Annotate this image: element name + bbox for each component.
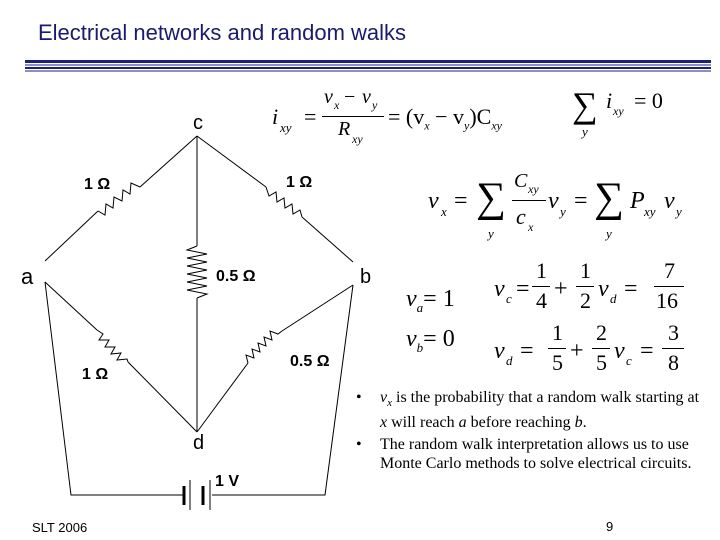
wire-c-b-bottom xyxy=(301,216,354,263)
bullet-dot-icon: • xyxy=(356,389,362,406)
wire-a-d-bottom xyxy=(127,361,198,433)
pot-vy2: v xyxy=(664,188,675,214)
pot-P-sub: xy xyxy=(644,204,656,219)
bullet-dot-icon: • xyxy=(356,436,362,454)
pot-v: v xyxy=(428,188,439,214)
title-rule-dark-top xyxy=(25,60,711,63)
wire-c-a-bottom xyxy=(44,210,99,262)
pot-num-C: C xyxy=(514,170,528,192)
pot-v-sub: x xyxy=(441,204,447,219)
resistor-c-d xyxy=(185,245,209,299)
kirchhoff-i-sub: xy xyxy=(613,104,624,118)
node-label-a: a xyxy=(21,264,34,289)
title-rule-light-2 xyxy=(25,70,711,72)
bullet-list: • vx is the probability that a random wa… xyxy=(350,388,702,476)
node-label-d: d xyxy=(193,432,205,454)
wire-a-battery xyxy=(44,281,183,496)
pot-eq2: = xyxy=(574,188,588,214)
resistor-c-a xyxy=(97,182,141,216)
pot-den-c: c xyxy=(516,204,526,229)
wire-a-d-top xyxy=(44,281,98,331)
pot-fraction-bar xyxy=(512,200,546,201)
equation-vd: v d = 1 5 + 2 5 v c = 3 8 xyxy=(494,320,704,380)
footer-label: SLT 2006 xyxy=(32,520,88,535)
eq-i: i xyxy=(272,104,279,129)
resistor-label-ad: 1 Ω xyxy=(82,366,109,383)
battery-label: 1 V xyxy=(215,473,240,490)
resistor-label-cb: 1 Ω xyxy=(286,174,313,191)
pot-vy-sub: y xyxy=(560,204,566,219)
node-label-b: b xyxy=(360,266,372,288)
kirchhoff-i: i xyxy=(606,88,613,113)
pot-vy: v xyxy=(548,188,559,214)
eq-num-v1: v xyxy=(324,86,333,108)
eq-den-R: R xyxy=(338,118,351,140)
slide-title: Electrical networks and random walks xyxy=(38,20,407,45)
wire-c-b-top xyxy=(196,135,267,188)
title-rule-dark-mid xyxy=(25,67,711,69)
resistor-a-d xyxy=(96,329,129,363)
pot-eq1: = xyxy=(454,188,468,214)
resistor-d-b xyxy=(245,330,283,364)
eq-i-sub: xy xyxy=(280,120,292,135)
pot-sum2: ∑ xyxy=(594,175,624,221)
pot-num-sub: xy xyxy=(528,182,539,196)
resistor-c-b xyxy=(265,186,303,218)
equation-potential: v x = ∑ y C xy c x v y = ∑ y P xy v y xyxy=(428,168,698,244)
pot-P: P xyxy=(630,188,645,214)
eq-num-minus: − xyxy=(344,86,356,108)
pot-sum1: ∑ xyxy=(476,175,506,221)
kirchhoff-sum-under: y xyxy=(582,124,588,139)
page-number: 9 xyxy=(606,519,614,534)
eq-den-sub: xy xyxy=(352,132,363,146)
equation-vc: v c = 1 4 + 1 2 v d = 7 16 xyxy=(494,258,704,318)
equation-va: va= 1 xyxy=(406,286,455,315)
node-label-c: c xyxy=(193,112,203,134)
resistor-label-db: 0.5 Ω xyxy=(290,353,330,370)
title-rule-light-1 xyxy=(25,64,711,66)
equation-vb: vb= 0 xyxy=(406,326,455,355)
eq-num-y: y xyxy=(372,98,378,112)
eq-num-v2: v xyxy=(362,86,371,108)
eq-rhs: = (vx − vy)Cxy xyxy=(388,104,502,133)
pot-sum2-under: y xyxy=(606,226,612,241)
wire-d-b-top xyxy=(281,284,354,332)
bullet-item-1: • vx is the probability that a random wa… xyxy=(356,389,700,432)
eq-fraction-bar xyxy=(322,116,384,117)
resistor-label-cd: 0.5 Ω xyxy=(216,268,256,285)
pot-sum1-under: y xyxy=(488,226,494,241)
wire-d-b-bottom xyxy=(196,362,249,433)
resistor-label-ca: 1 Ω xyxy=(84,176,111,193)
kirchhoff-sum: ∑ xyxy=(572,85,598,125)
pot-vy2-sub: y xyxy=(676,204,682,219)
eq-num-x: x xyxy=(334,98,340,112)
wire-c-a-top xyxy=(139,135,198,188)
kirchhoff-eq: = 0 xyxy=(634,88,663,113)
bullet-item-2: • The random walk interpretation allows … xyxy=(356,436,692,473)
wire-battery-b xyxy=(212,284,354,496)
equation-current: i xy = v x − v y R xy = (vx − vy)Cxy xyxy=(272,86,532,150)
eq-equals: = xyxy=(304,104,317,129)
pot-den-sub: x xyxy=(528,220,534,234)
equation-kirchhoff: ∑ y i xy = 0 xyxy=(572,84,692,144)
